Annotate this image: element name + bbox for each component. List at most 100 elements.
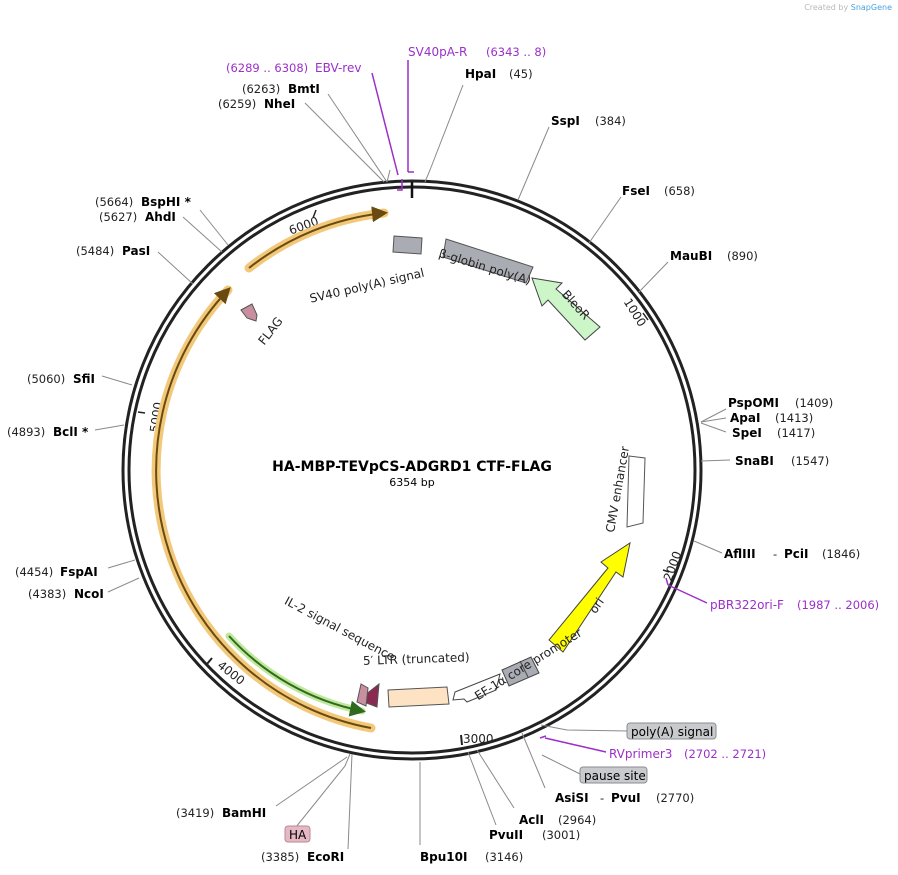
- il2-arc: [225, 632, 366, 717]
- primer-ebv-rev[interactable]: (6289 .. 6308) EBV-rev: [226, 61, 361, 75]
- svg-text:(1547): (1547): [791, 454, 829, 468]
- enzyme-bcli[interactable]: (4893) BclI *: [7, 425, 89, 439]
- primer-pbr322ori-f[interactable]: pBR322ori-F (1987 .. 2006): [710, 598, 879, 612]
- primer-rvprimer3[interactable]: RVprimer3 (2702 .. 2721): [609, 747, 766, 761]
- svg-text:(3419): (3419): [176, 806, 214, 820]
- svg-text:(45): (45): [509, 67, 533, 81]
- polya-signal-box[interactable]: poly(A) signal: [626, 722, 717, 740]
- enzyme-ahdi[interactable]: (5627) AhdI: [99, 210, 176, 224]
- ef1a-promoter-box[interactable]: [501, 656, 540, 687]
- bglobin-polya-feature[interactable]: [442, 238, 534, 284]
- ha-feature[interactable]: [356, 683, 369, 707]
- svg-text:(1987 .. 2006): (1987 .. 2006): [797, 598, 879, 612]
- svg-text:pBR322ori-F: pBR322ori-F: [710, 598, 784, 612]
- svg-text:(3146): (3146): [485, 850, 523, 864]
- svg-text:PvuI: PvuI: [611, 791, 641, 805]
- enzyme-pvuii[interactable]: PvuII (3001): [489, 828, 580, 842]
- enzyme-ncoi[interactable]: (4383) NcoI: [28, 587, 104, 601]
- svg-text:AhdI: AhdI: [145, 210, 176, 224]
- svg-text:PspOMI: PspOMI: [728, 396, 779, 410]
- svg-text:(2964): (2964): [558, 813, 596, 827]
- bleor-feature[interactable]: [531, 277, 601, 341]
- svg-text:AclI: AclI: [519, 813, 544, 827]
- svg-text:(1417): (1417): [777, 426, 815, 440]
- svg-text:(890): (890): [727, 249, 758, 263]
- enzyme-hpai[interactable]: HpaI (45): [465, 67, 533, 81]
- cmv-enhancer-feature[interactable]: [626, 455, 646, 528]
- svg-text:EBV-rev: EBV-rev: [315, 61, 361, 75]
- tick-3000: 3000: [463, 732, 494, 746]
- label-ltr: 5′ LTR (truncated): [363, 650, 470, 668]
- svg-text:NheI: NheI: [264, 97, 295, 111]
- enzyme-bmti[interactable]: (6263) BmtI: [242, 82, 320, 96]
- sv40-polya-feature[interactable]: [392, 235, 423, 255]
- enzyme-bpu10i[interactable]: Bpu10I (3146): [420, 850, 523, 864]
- primer-sv40pa-r[interactable]: SV40pA-R (6343 .. 8): [408, 45, 546, 59]
- enzyme-maubi[interactable]: MauBI (890): [670, 249, 758, 263]
- enzyme-apai[interactable]: ApaI (1413): [730, 411, 813, 425]
- enzyme-nhei[interactable]: (6259) NheI: [218, 97, 295, 111]
- enzyme-fspai[interactable]: (4454) FspAI: [15, 565, 98, 579]
- svg-text:AflIII: AflIII: [724, 547, 756, 561]
- enzyme-ecori[interactable]: (3385) EcoRI: [261, 850, 344, 864]
- svg-text:(5060): (5060): [27, 372, 65, 386]
- svg-text:AsiSI: AsiSI: [555, 791, 589, 805]
- enzyme-sspi[interactable]: SspI (384): [551, 114, 626, 128]
- enzyme-bsphi[interactable]: (5664) BspHI *: [95, 195, 192, 209]
- enzyme-pasi[interactable]: (5484) PasI: [76, 244, 150, 258]
- enzyme-bamhi[interactable]: (3419) BamHI: [176, 806, 266, 820]
- svg-text:(5664): (5664): [95, 195, 133, 209]
- ltr-feature[interactable]: [387, 686, 450, 708]
- svg-text:(3001): (3001): [542, 828, 580, 842]
- svg-text:(1846): (1846): [822, 547, 860, 561]
- svg-text:FseI: FseI: [622, 184, 650, 198]
- flag-feature[interactable]: [240, 303, 258, 322]
- svg-text:(6343 .. 8): (6343 .. 8): [486, 45, 546, 59]
- label-flag: FLAG: [255, 314, 285, 347]
- svg-text:-: -: [773, 547, 777, 561]
- enzyme-afliii-pcii[interactable]: AflIII - PciI (1846): [724, 547, 860, 561]
- svg-text:(4383): (4383): [28, 587, 66, 601]
- svg-text:PvuII: PvuII: [489, 828, 523, 842]
- svg-text:HpaI: HpaI: [465, 67, 496, 81]
- svg-text:BamHI: BamHI: [222, 806, 266, 820]
- orf-arc-main: [151, 285, 376, 733]
- pause-site-box[interactable]: pause site: [579, 766, 648, 784]
- svg-text:(6289 .. 6308): (6289 .. 6308): [226, 61, 308, 75]
- svg-text:(658): (658): [664, 184, 695, 198]
- svg-text:(6263): (6263): [242, 82, 280, 96]
- svg-text:BclI *: BclI *: [53, 425, 89, 439]
- svg-text:SfiI: SfiI: [73, 372, 95, 386]
- svg-text:MauBI: MauBI: [670, 249, 712, 263]
- svg-text:FspAI: FspAI: [60, 565, 98, 579]
- ef1a-promoter-arrow[interactable]: [452, 673, 501, 703]
- enzyme-acli[interactable]: AclI (2964): [519, 813, 596, 827]
- map-title: HA-MBP-TEVpCS-ADGRD1 CTF-FLAG: [272, 459, 552, 475]
- ori-feature[interactable]: [548, 541, 631, 653]
- svg-text:RVprimer3: RVprimer3: [609, 747, 672, 761]
- svg-text:(2770): (2770): [656, 791, 694, 805]
- svg-text:SpeI: SpeI: [732, 426, 762, 440]
- credit-prefix: Created by: [804, 3, 849, 12]
- enzyme-snabi[interactable]: SnaBI (1547): [735, 454, 829, 468]
- enzyme-pspomi[interactable]: PspOMI (1409): [728, 396, 833, 410]
- ha-box[interactable]: HA: [284, 825, 311, 843]
- svg-text:(4454): (4454): [15, 565, 53, 579]
- svg-text:pause site: pause site: [584, 769, 646, 783]
- svg-text:(5627): (5627): [99, 210, 137, 224]
- enzyme-asisi-pvui[interactable]: AsiSI - PvuI (2770): [555, 791, 694, 805]
- label-il2: IL-2 signal sequence: [282, 594, 397, 664]
- enzyme-sfii[interactable]: (5060) SfiI: [27, 372, 95, 386]
- backbone-outer: [121, 179, 703, 761]
- enzyme-spei[interactable]: SpeI (1417): [732, 426, 815, 440]
- svg-text:SspI: SspI: [551, 114, 580, 128]
- map-length: 6354 bp: [389, 476, 434, 489]
- svg-text:poly(A) signal: poly(A) signal: [631, 725, 713, 739]
- enzyme-fsei[interactable]: FseI (658): [622, 184, 695, 198]
- svg-text:(5484): (5484): [76, 244, 114, 258]
- svg-text:(1409): (1409): [795, 396, 833, 410]
- orf-arc-top: [244, 206, 389, 273]
- snapgene-credit: Created by SnapGene: [804, 3, 892, 12]
- svg-text:(384): (384): [595, 114, 626, 128]
